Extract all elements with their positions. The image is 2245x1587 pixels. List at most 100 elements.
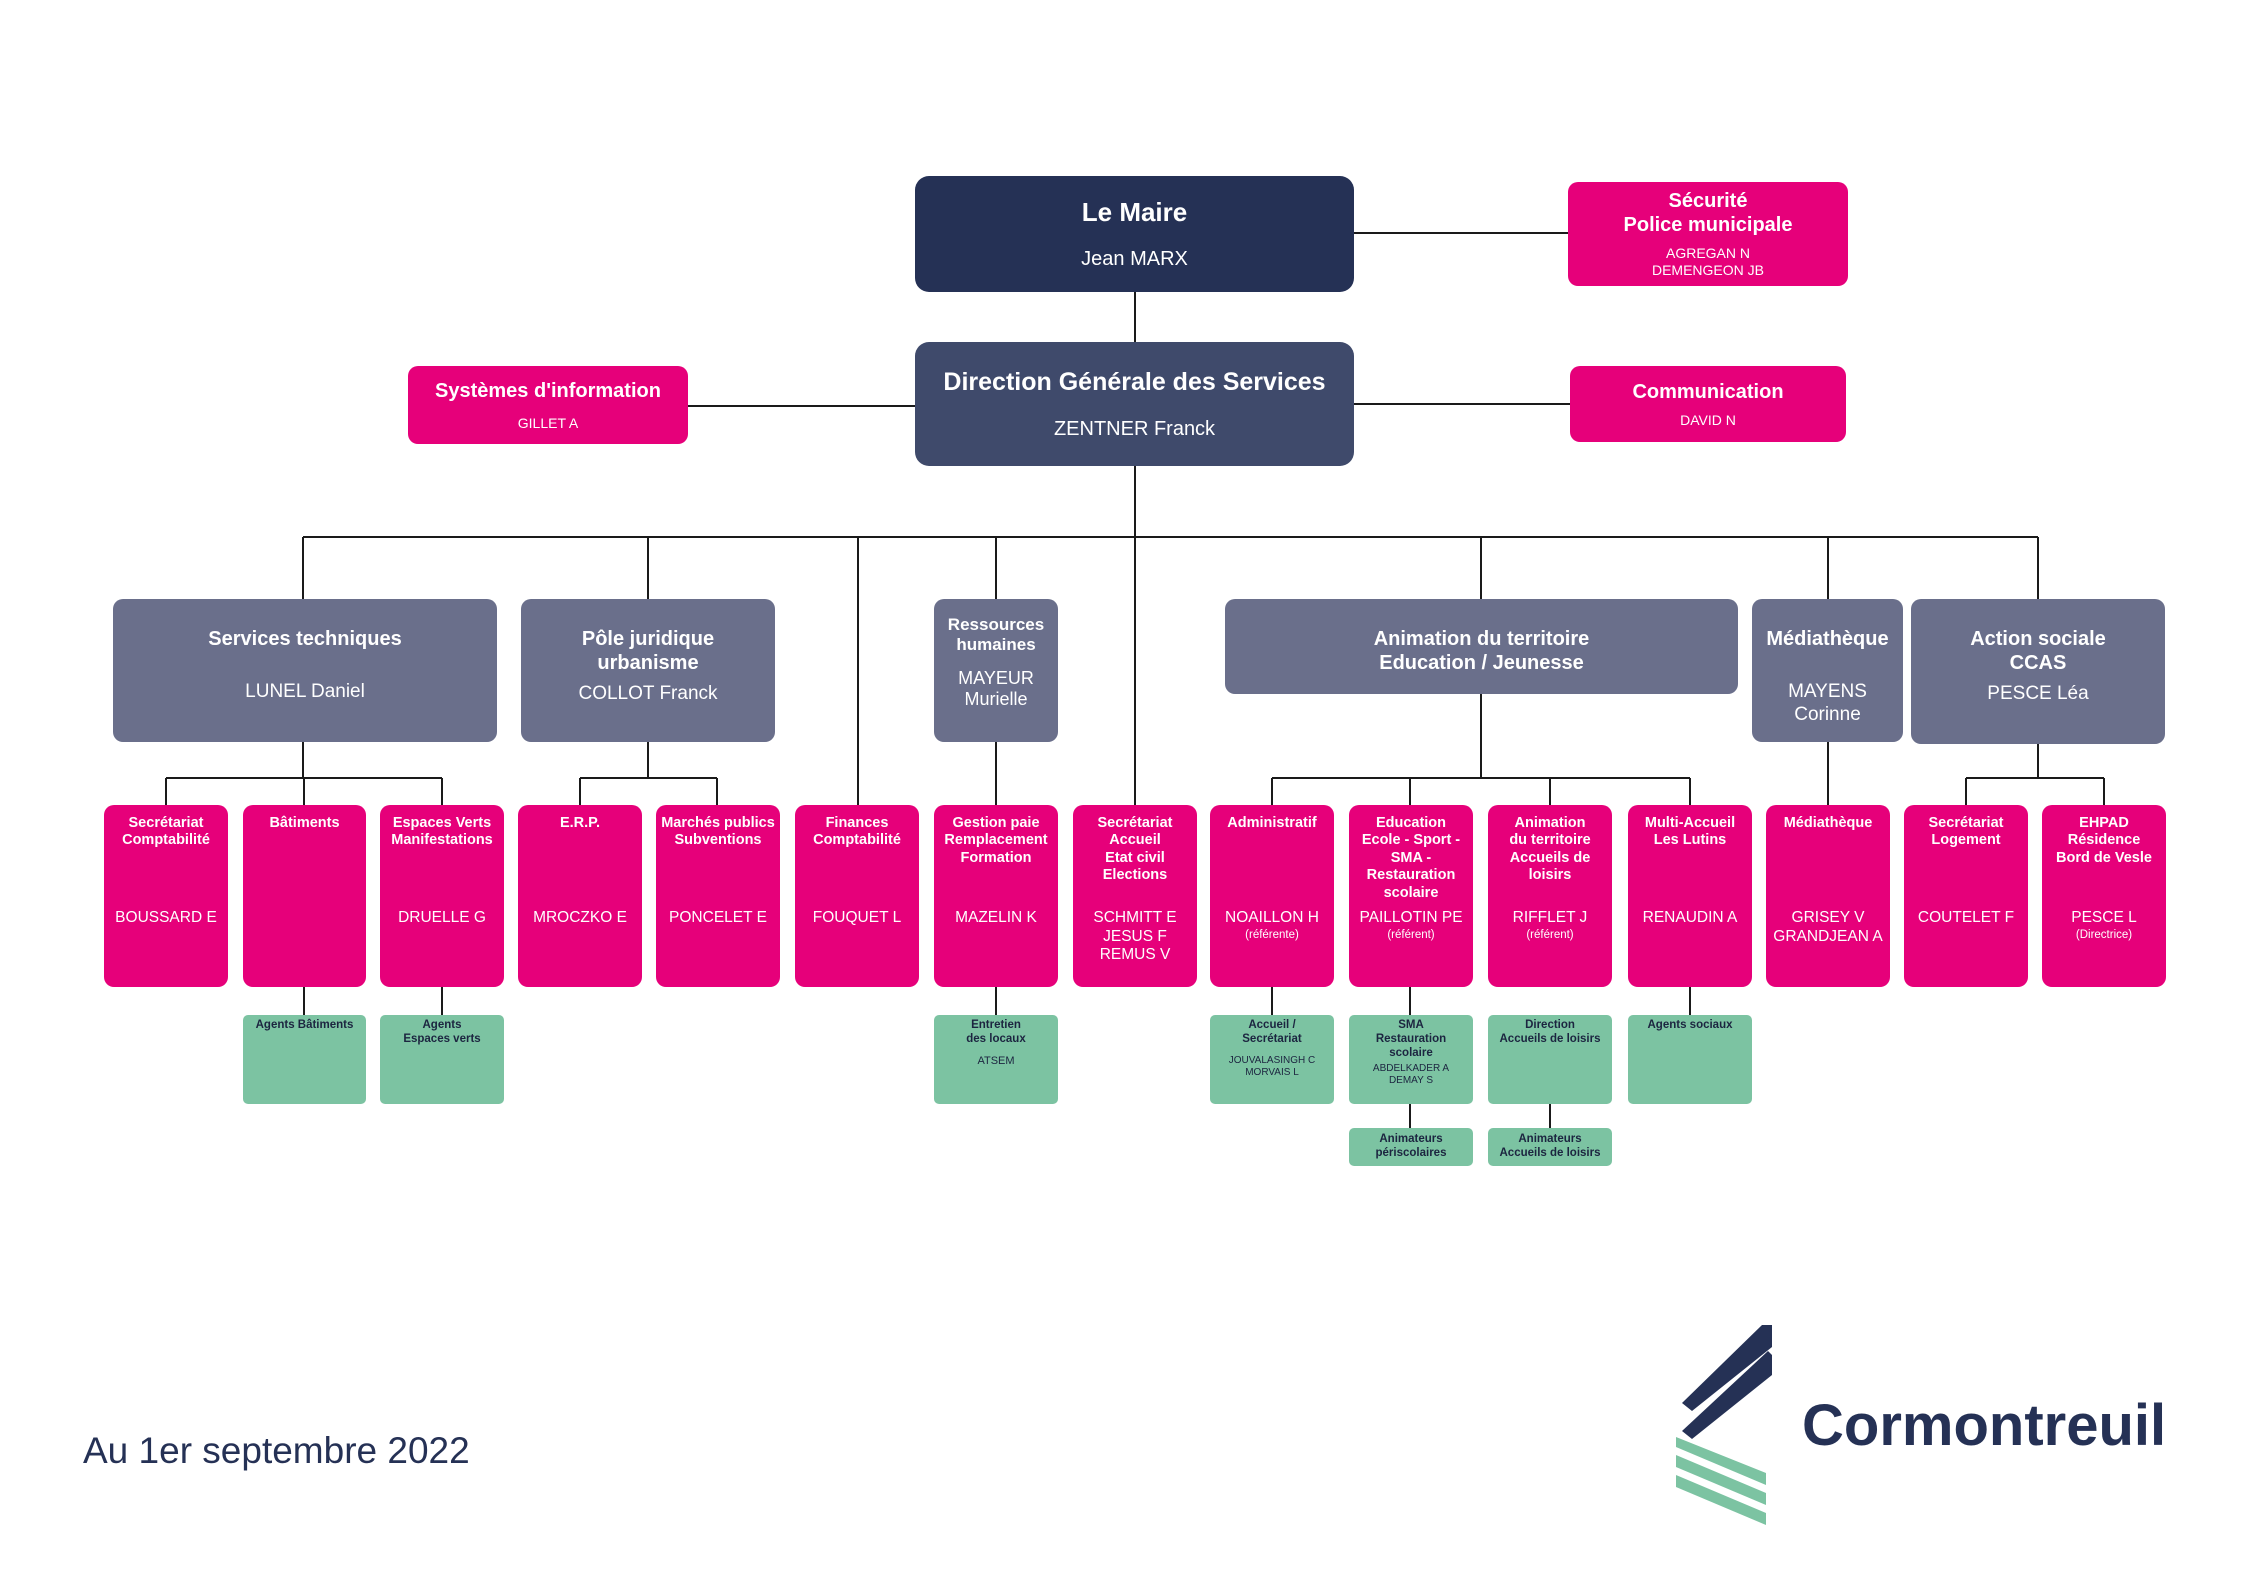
dgs-box[interactable]: Direction Générale des Services ZENTNER … bbox=[915, 342, 1354, 466]
agents-names: ABDELKADER A DEMAY S bbox=[1372, 1063, 1450, 1087]
service-animation[interactable]: Animation du territoire Education / Jeun… bbox=[1225, 599, 1738, 694]
unit-title: Administratif bbox=[1227, 815, 1317, 831]
service-head: COLLOT Franck bbox=[578, 683, 718, 704]
unit-animation-territoire[interactable]: Animation du territoire Accueils de lois… bbox=[1488, 805, 1612, 987]
securite-box[interactable]: Sécurité Police municipale AGREGAN N DEM… bbox=[1568, 182, 1848, 286]
unit-title: Secrétariat Accueil Etat civil Elections bbox=[1097, 815, 1173, 884]
service-mediatheque[interactable]: Médiathèque MAYENS Corinne bbox=[1752, 599, 1903, 742]
service-title: Action sociale CCAS bbox=[1970, 628, 2106, 674]
brand-name: Cormontreuil bbox=[1802, 1393, 2167, 1458]
service-rh[interactable]: Ressources humaines MAYEUR Murielle bbox=[934, 599, 1058, 742]
dgs-name: ZENTNER Franck bbox=[1053, 418, 1216, 440]
unit-title: Animation du territoire Accueils de lois… bbox=[1509, 815, 1591, 884]
unit-staff: BOUSSARD E bbox=[115, 909, 217, 926]
maire-name: Jean MARX bbox=[1081, 247, 1188, 270]
agents-names: ATSEM bbox=[977, 1054, 1015, 1067]
agents-direction-accueils[interactable]: Direction Accueils de loisirs bbox=[1488, 1015, 1612, 1104]
unit-role: (référente) bbox=[1245, 929, 1299, 941]
unit-title: Médiathèque bbox=[1783, 815, 1873, 831]
unit-marches-publics[interactable]: Marchés publics Subventions PONCELET E bbox=[656, 805, 780, 987]
unit-title: Marchés publics Subventions bbox=[661, 815, 775, 849]
unit-title: Gestion paie Remplacement Formation bbox=[944, 815, 1048, 866]
service-head: MAYENS Corinne bbox=[1788, 681, 1867, 725]
unit-staff: DRUELLE G bbox=[398, 909, 486, 926]
cormontreuil-logo-icon bbox=[1676, 1325, 1772, 1525]
communication-box[interactable]: Communication DAVID N bbox=[1570, 366, 1846, 442]
unit-secretariat-comptabilite[interactable]: Secrétariat Comptabilité BOUSSARD E bbox=[104, 805, 228, 987]
unit-title: Secrétariat Comptabilité bbox=[122, 815, 210, 849]
securite-title: Sécurité Police municipale bbox=[1623, 190, 1793, 237]
agents-title: Animateurs périscolaires bbox=[1375, 1133, 1447, 1159]
unit-espaces-verts[interactable]: Espaces Verts Manifestations DRUELLE G bbox=[380, 805, 504, 987]
agents-espaces-verts[interactable]: Agents Espaces verts bbox=[380, 1015, 504, 1104]
communication-name: DAVID N bbox=[1680, 411, 1736, 428]
service-head: PESCE Léa bbox=[1987, 683, 2089, 704]
unit-staff: RENAUDIN A bbox=[1642, 909, 1738, 926]
unit-secretariat-logement[interactable]: Secrétariat Logement COUTELET F bbox=[1904, 805, 2028, 987]
unit-staff: FOUQUET L bbox=[812, 909, 902, 926]
agents-title: SMA Restauration scolaire bbox=[1375, 1019, 1447, 1059]
maire-title: Le Maire bbox=[1081, 197, 1188, 228]
unit-batiments[interactable]: Bâtiments bbox=[243, 805, 366, 987]
agents-names: JOUVALASINGH C MORVAIS L bbox=[1228, 1054, 1316, 1078]
unit-title: E.R.P. bbox=[559, 815, 601, 831]
agents-accueil-secretariat[interactable]: Accueil / Secrétariat JOUVALASINGH C MOR… bbox=[1210, 1015, 1334, 1104]
unit-ehpad[interactable]: EHPAD Résidence Bord de Vesle PESCE L (D… bbox=[2042, 805, 2166, 987]
unit-staff: GRISEY V GRANDJEAN A bbox=[1773, 909, 1883, 945]
unit-staff: RIFFLET J bbox=[1512, 909, 1588, 926]
unit-title: Education Ecole - Sport - SMA - Restaura… bbox=[1361, 815, 1461, 901]
agents-title: Animateurs Accueils de loisirs bbox=[1499, 1133, 1601, 1159]
agents-title: Entretien des locaux bbox=[966, 1019, 1026, 1045]
unit-mediatheque[interactable]: Médiathèque GRISEY V GRANDJEAN A bbox=[1766, 805, 1890, 987]
unit-multi-accueil[interactable]: Multi-Accueil Les Lutins RENAUDIN A bbox=[1628, 805, 1752, 987]
unit-staff: SCHMITT E JESUS F REMUS V bbox=[1093, 909, 1177, 964]
unit-title: Secrétariat Logement bbox=[1928, 815, 2004, 849]
unit-role: (Directrice) bbox=[2075, 929, 2133, 941]
service-juridique[interactable]: Pôle juridique urbanisme COLLOT Franck bbox=[521, 599, 775, 742]
agents-title: Agents sociaux bbox=[1647, 1019, 1733, 1031]
service-title: Services techniques bbox=[208, 628, 402, 650]
agents-batiments[interactable]: Agents Bâtiments bbox=[243, 1015, 366, 1104]
systemes-info-box[interactable]: Systèmes d'information GILLET A bbox=[408, 366, 688, 444]
unit-secretariat-accueil[interactable]: Secrétariat Accueil Etat civil Elections… bbox=[1073, 805, 1197, 987]
service-head: LUNEL Daniel bbox=[245, 681, 365, 702]
animateurs-accueils-loisirs[interactable]: Animateurs Accueils de loisirs bbox=[1488, 1128, 1612, 1166]
unit-gestion-paie[interactable]: Gestion paie Remplacement Formation MAZE… bbox=[934, 805, 1058, 987]
unit-title: Bâtiments bbox=[269, 815, 340, 831]
unit-erp[interactable]: E.R.P. MROCZKO E bbox=[518, 805, 642, 987]
dgs-title: Direction Générale des Services bbox=[943, 368, 1326, 396]
service-title: Médiathèque bbox=[1766, 628, 1889, 650]
unit-education[interactable]: Education Ecole - Sport - SMA - Restaura… bbox=[1349, 805, 1473, 987]
service-action-sociale[interactable]: Action sociale CCAS PESCE Léa bbox=[1911, 599, 2165, 744]
animateurs-periscolaires[interactable]: Animateurs périscolaires bbox=[1349, 1128, 1473, 1166]
agents-title: Direction Accueils de loisirs bbox=[1499, 1019, 1601, 1045]
agents-entretien[interactable]: Entretien des locaux ATSEM bbox=[934, 1015, 1058, 1104]
unit-staff: PAILLOTIN PE bbox=[1359, 909, 1463, 926]
footer-date: Au 1er septembre 2022 bbox=[83, 1430, 470, 1471]
unit-staff: NOAILLON H bbox=[1225, 909, 1319, 926]
maire-box[interactable]: Le Maire Jean MARX bbox=[915, 176, 1354, 292]
unit-title: Espaces Verts Manifestations bbox=[391, 815, 493, 849]
service-techniques[interactable]: Services techniques LUNEL Daniel bbox=[113, 599, 497, 742]
unit-title: EHPAD Résidence Bord de Vesle bbox=[2056, 815, 2152, 866]
agents-title: Agents Espaces verts bbox=[403, 1019, 481, 1045]
unit-title: Multi-Accueil Les Lutins bbox=[1644, 815, 1736, 849]
unit-administratif[interactable]: Administratif NOAILLON H (référente) bbox=[1210, 805, 1334, 987]
unit-finances[interactable]: Finances Comptabilité FOUQUET L bbox=[795, 805, 919, 987]
communication-title: Communication bbox=[1632, 380, 1784, 403]
unit-staff: MROCZKO E bbox=[533, 909, 627, 926]
unit-staff: PONCELET E bbox=[669, 909, 767, 926]
service-title: Animation du territoire Education / Jeun… bbox=[1373, 628, 1590, 674]
agents-sma-restauration[interactable]: SMA Restauration scolaire ABDELKADER A D… bbox=[1349, 1015, 1473, 1104]
unit-role: (référent) bbox=[1526, 929, 1574, 941]
service-title: Pôle juridique urbanisme bbox=[581, 628, 715, 674]
agents-sociaux[interactable]: Agents sociaux bbox=[1628, 1015, 1752, 1104]
service-head: MAYEUR Murielle bbox=[958, 667, 1034, 710]
unit-staff: COUTELET F bbox=[1917, 909, 2015, 926]
agents-title: Accueil / Secrétariat bbox=[1242, 1019, 1302, 1045]
systemes-info-name: GILLET A bbox=[517, 414, 579, 431]
unit-role: (référent) bbox=[1387, 929, 1435, 941]
unit-staff: PESCE L bbox=[2071, 909, 2137, 926]
securite-names: AGREGAN N DEMENGEON JB bbox=[1651, 245, 1764, 278]
